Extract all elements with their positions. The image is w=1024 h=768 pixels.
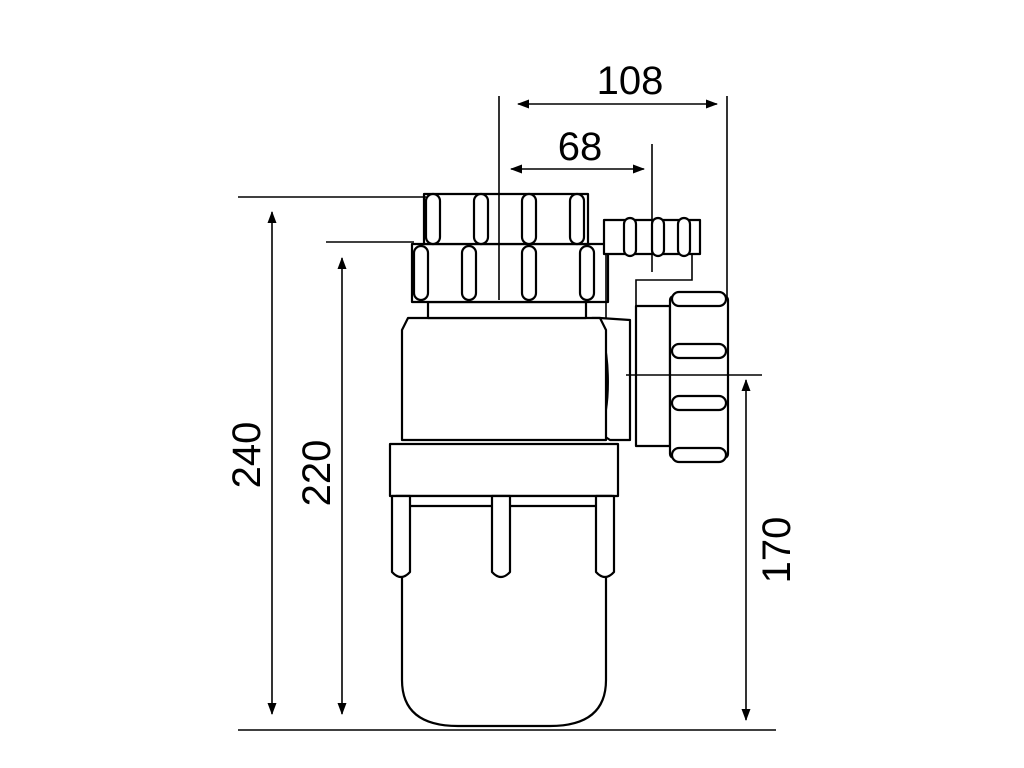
lower-cup: [400, 494, 608, 728]
dim-label-220: 220: [295, 440, 339, 507]
nozzle-rib: [622, 216, 638, 258]
neck: [426, 300, 588, 320]
nut-rib: [520, 244, 538, 302]
dimension-labels: 108 68 240 220 170: [225, 59, 799, 583]
outlet-rib: [670, 342, 728, 360]
nut-rib: [424, 192, 442, 246]
nozzle-rib: [676, 216, 692, 258]
upper-body: [400, 316, 608, 442]
dim-label-108: 108: [597, 59, 664, 103]
collar-ring: [388, 442, 620, 498]
grip-fin-center: [490, 494, 512, 579]
dim-label-240: 240: [225, 422, 269, 489]
nut-rib: [412, 244, 430, 302]
dimension-lines: [238, 96, 776, 731]
grip-fin-left: [390, 494, 412, 579]
outlet-rib: [670, 394, 728, 412]
nut-rib: [568, 192, 586, 246]
top-nut-lower: [410, 242, 610, 304]
bottle-trap: [388, 192, 730, 728]
nut-rib: [472, 192, 490, 246]
nut-rib: [520, 192, 538, 246]
side-outlet-nut: [668, 294, 730, 460]
nozzle-rib: [650, 216, 666, 258]
outlet-rib: [670, 290, 728, 308]
nut-rib: [460, 244, 478, 302]
grip-fin-right: [594, 494, 616, 579]
top-nut-upper: [422, 192, 590, 246]
side-outlet-stub: [634, 304, 672, 448]
nut-rib: [578, 244, 596, 302]
outlet-rib: [670, 446, 728, 464]
dim-label-170: 170: [755, 517, 799, 584]
dim-label-68: 68: [558, 125, 603, 169]
